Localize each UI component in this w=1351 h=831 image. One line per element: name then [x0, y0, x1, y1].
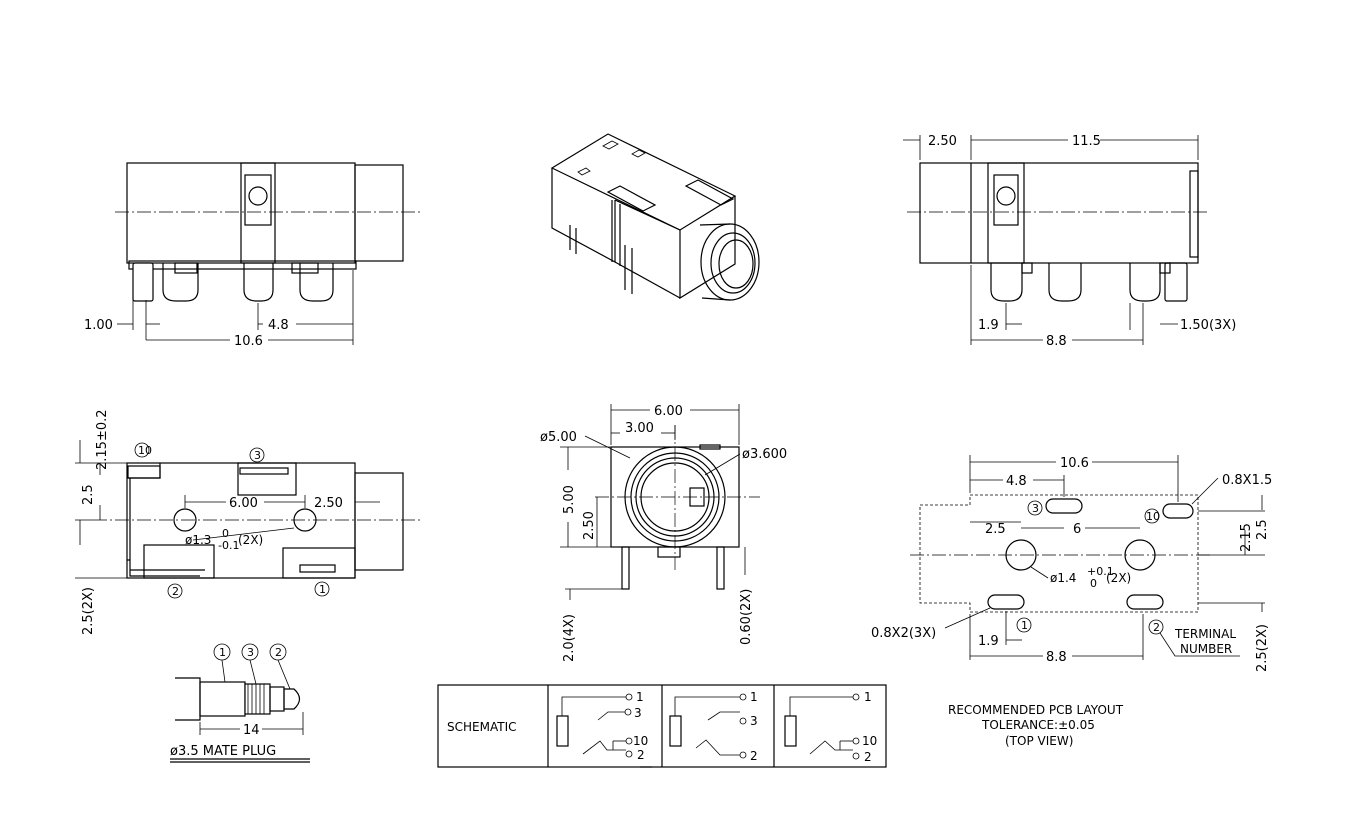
front-view-left: 1.00 4.8 10.6 [84, 162, 420, 349]
dim-pcb-pad3-offset: 4.8 [1006, 474, 1027, 489]
dim-pcb-pad-size: 0.8X1.5 [1222, 473, 1272, 488]
schematic-table: SCHEMATIC 1 3 10 2 [437, 684, 887, 768]
plug-length: 14 [243, 723, 260, 738]
dim-front-offset: 1.00 [84, 318, 113, 333]
dim-pcb-lower-height: 2.5(2X) [1255, 624, 1270, 672]
sch1-pin-2: 2 [637, 748, 645, 762]
terminal-label-line1: TERMINAL [1174, 627, 1236, 641]
dim-top-gap: 2.15±0.2 [95, 409, 110, 470]
terminal-10-pcb: 10 [1146, 510, 1160, 523]
terminal-1-top: 1 [319, 583, 326, 596]
terminal-2-pcb: 2 [1153, 621, 1160, 634]
dim-top-height: 2.5 [81, 484, 96, 505]
sch3-pin-2: 2 [864, 750, 872, 764]
dim-top-hole-dia: ø1.3 [185, 533, 211, 547]
sch1-pin-3: 3 [634, 706, 642, 720]
side-view-right: 2.50 11.5 1.9 1.50(3X) 8.8 [903, 134, 1236, 349]
dim-side-top-length: 11.5 [1072, 134, 1101, 149]
dim-top-hole-count: (2X) [238, 533, 263, 547]
dim-pcb-height-a: 2.15 [1239, 523, 1254, 552]
dim-pcb-hole-offset: 2.5 [985, 522, 1006, 537]
dim-front-inner-dia: ø3.600 [742, 447, 787, 462]
dim-pcb-height-b: 2.5 [1255, 519, 1270, 540]
dim-side-top-offset: 2.50 [928, 134, 957, 149]
sch2-pin-2: 2 [750, 749, 758, 763]
dim-pcb-tol-lower: 0 [1090, 577, 1097, 590]
sch2-pin-3: 3 [750, 714, 758, 728]
dim-pcb-length: 10.6 [1060, 456, 1089, 471]
dim-pcb-pad1-offset: 1.9 [978, 634, 999, 649]
sch2-pin-1: 1 [750, 690, 758, 704]
top-view-left: 10 3 2 1 2.15±0.2 2.5 2.5(2X) 6.00 2.50 … [75, 409, 420, 635]
front-view-center: 6.00 3.00 ø5.00 ø3.600 5.00 2.50 2.0(4X)… [540, 404, 787, 662]
dim-front-pin-thickness: 0.60(2X) [739, 589, 754, 645]
pcb-layout: 3 10 1 2 10.6 4.8 0.8X1.5 2.5 6 2.15 2.5… [871, 455, 1272, 748]
dim-side-pin-offset: 1.9 [978, 318, 999, 333]
dim-top-tol-upper: 0 [222, 527, 229, 540]
terminal-2-top: 2 [172, 585, 179, 598]
dim-front-width: 6.00 [654, 404, 683, 419]
terminal-1-pcb: 1 [1021, 619, 1028, 632]
pcb-note-2: TOLERANCE:±0.05 [981, 718, 1095, 732]
dim-pcb-hole-dia: ø1.4 [1050, 571, 1076, 585]
dim-side-pin-span: 8.8 [1046, 334, 1067, 349]
dim-top-tol-lower: -0.1 [218, 539, 239, 552]
sch1-pin-10: 10 [633, 734, 648, 748]
dim-front-outer-dia: ø5.00 [540, 430, 577, 445]
dim-front-pin-depth: 2.0(4X) [562, 614, 577, 662]
schematic-label: SCHEMATIC [447, 720, 516, 734]
dim-top-lower-height: 2.5(2X) [81, 587, 96, 635]
terminal-label-line2: NUMBER [1180, 642, 1232, 656]
dim-front-half-width: 3.00 [625, 421, 654, 436]
schematic-cell-1: 1 3 10 2 [556, 690, 648, 762]
dim-pcb-tol-upper: +0.1 [1087, 565, 1114, 578]
terminal-3-pcb: 3 [1032, 502, 1039, 515]
plug-ring-1: 1 [219, 646, 226, 659]
schematic-cell-2: 1 3 2 [669, 690, 758, 763]
plug-ring-3: 3 [247, 646, 254, 659]
mate-plug: 1 3 2 14 ø3.5 MATE PLUG [170, 643, 310, 763]
sch1-pin-1: 1 [636, 690, 644, 704]
dim-top-hole-span: 6.00 [229, 496, 258, 511]
pcb-note-1: RECOMMENDED PCB LAYOUT [948, 703, 1124, 717]
terminal-10-top: 10 [138, 444, 152, 457]
plug-ring-2: 2 [275, 646, 282, 659]
dim-pcb-pad-span: 8.8 [1046, 650, 1067, 665]
dim-front-height: 5.00 [562, 485, 577, 514]
dim-front-center-height: 2.50 [582, 511, 597, 540]
isometric-view [550, 133, 760, 301]
schematic-cell-3: 1 10 2 [784, 690, 877, 764]
dim-pcb-hole-span: 6 [1073, 522, 1081, 537]
sch3-pin-10: 10 [862, 734, 877, 748]
dim-front-pin-span: 4.8 [268, 318, 289, 333]
plug-title: ø3.5 MATE PLUG [170, 744, 276, 759]
dim-front-length: 10.6 [234, 334, 263, 349]
terminal-3-top: 3 [254, 449, 261, 462]
dim-pcb-slot-size: 0.8X2(3X) [871, 626, 936, 641]
pcb-note-3: (TOP VIEW) [1005, 734, 1073, 748]
dim-top-hole-offset: 2.50 [314, 496, 343, 511]
sch3-pin-1: 1 [864, 690, 872, 704]
dim-side-pin-width: 1.50(3X) [1180, 318, 1236, 333]
dim-pcb-hole-count: (2X) [1106, 571, 1131, 585]
